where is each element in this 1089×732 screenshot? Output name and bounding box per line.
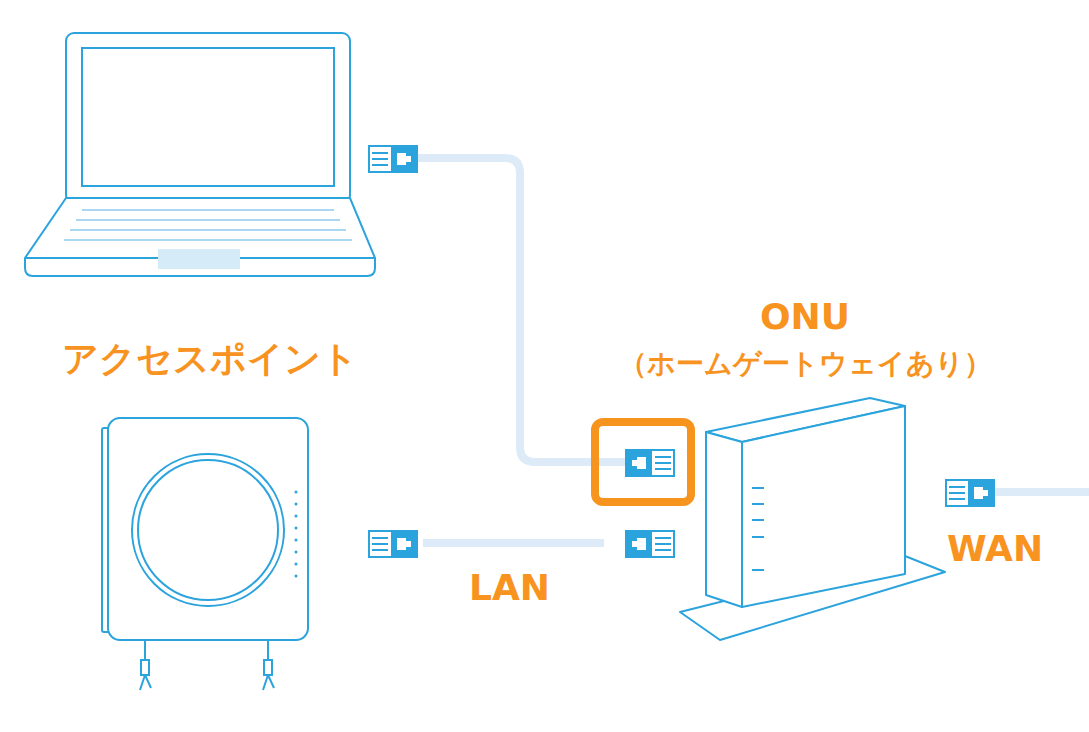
onu-node: ONU （ホームゲートウェイあり） [604,288,1006,648]
node-subheading: （ホームゲートウェイあり） [604,348,1006,380]
laptop-cable [418,158,626,462]
port-label: WAN [940,528,1050,569]
lan-cable [423,543,604,544]
access-point [102,418,308,690]
access-point-node: アクセスポイント [45,330,423,695]
wan-plug [946,479,995,507]
lan-plug [369,530,418,558]
cable-line [423,539,604,547]
lan-plug [625,530,674,558]
lan-plug [369,145,418,173]
edge-label: LAN [465,567,554,608]
onu-device [680,398,945,640]
lan-plug [625,449,674,477]
highlight-frame [595,422,691,502]
node-heading: ONU [604,296,1006,337]
node-heading: アクセスポイント [45,338,375,379]
laptop [25,33,375,276]
wan-cable [995,488,1089,496]
